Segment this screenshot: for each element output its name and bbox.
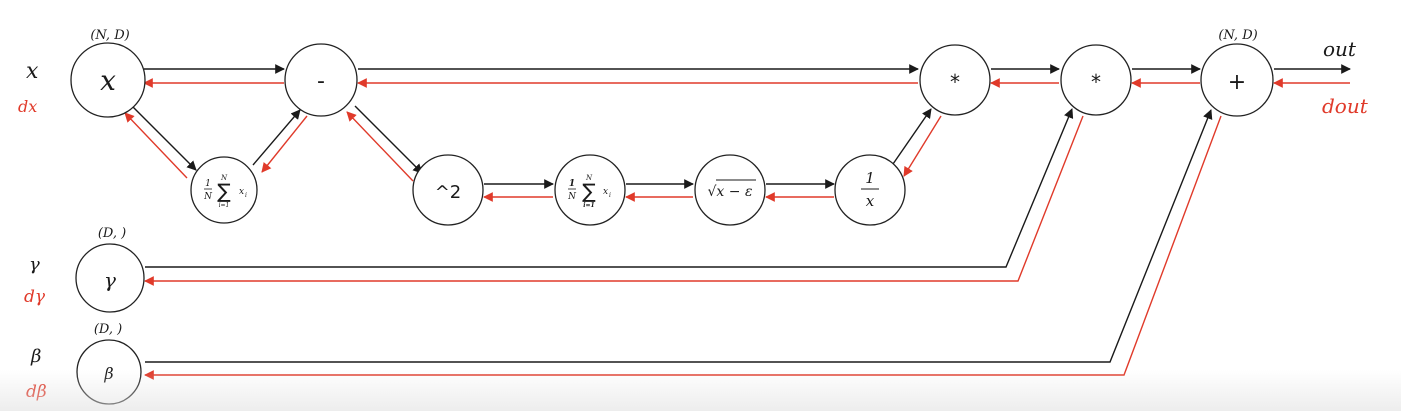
node-mean1: 1 N N ∑ i=1 x i — [190, 156, 258, 224]
grad-mul2-to-gamma — [144, 115, 1084, 286]
node-inv-den: x — [866, 192, 875, 210]
forward-edges — [131, 64, 1351, 363]
node-sq: ^2 — [412, 154, 484, 226]
mean2-sub: i — [609, 192, 611, 199]
node-inv: 1 x — [834, 154, 906, 226]
grad-mean1-to-x — [124, 112, 188, 179]
mean1-sub: i — [245, 192, 247, 199]
grad-mul1-to-inv — [903, 115, 942, 177]
edge-gamma-to-mul2 — [145, 108, 1074, 268]
mean2-sigma-icon: ∑ — [582, 179, 596, 203]
backward-edges — [124, 78, 1350, 380]
node-gamma-label: γ — [104, 268, 116, 292]
edge-inv-to-mul1 — [892, 108, 932, 165]
grad-add-to-beta — [144, 115, 1222, 380]
node-mul2-label: * — [1091, 70, 1101, 94]
edge-beta-to-add — [145, 109, 1213, 363]
label-beta: β — [30, 346, 41, 367]
mean2-term: x — [603, 187, 608, 197]
node-sqrt-label: √x − ε — [708, 184, 753, 200]
label-x: x — [26, 59, 39, 84]
mean2-frac-den: N — [567, 192, 577, 202]
mean1-frac-den: N — [203, 192, 213, 202]
label-dbeta: dβ — [26, 382, 47, 402]
edge-mean1-to-sub — [252, 109, 301, 166]
shape-x: (N, D) — [90, 28, 129, 43]
node-mean2: 1 N N ∑ i=1 x i — [554, 154, 626, 226]
node-mul1-label: * — [950, 70, 960, 94]
node-sub: - — [284, 43, 358, 117]
edge-sub-to-sq — [354, 105, 423, 174]
node-add-label: + — [1228, 70, 1246, 95]
node-x-label: x — [100, 64, 116, 97]
label-dgamma: dγ — [24, 287, 46, 307]
mean1-sigma-icon: ∑ — [217, 179, 231, 203]
shape-beta: (D, ) — [94, 322, 122, 337]
label-dout: dout — [1322, 94, 1369, 118]
label-out: out — [1323, 37, 1357, 61]
node-add: + — [1200, 43, 1274, 117]
node-inv-num: 1 — [865, 169, 875, 187]
node-gamma: γ — [75, 243, 145, 313]
label-gamma: γ — [29, 254, 40, 275]
mean1-sum-top: N — [220, 174, 228, 182]
node-beta-label: β — [103, 364, 113, 383]
node-sq-label: ^2 — [435, 182, 462, 203]
edge-x-to-mean1 — [131, 105, 197, 171]
node-sub-label: - — [317, 69, 325, 94]
node-x: x — [70, 42, 146, 118]
shape-gamma: (D, ) — [98, 226, 126, 241]
mean2-frac-num: 1 — [569, 179, 575, 189]
mean1-term: x — [239, 187, 244, 197]
node-sqrt: √x − ε — [694, 154, 766, 226]
grad-sub-to-mean1 — [261, 115, 308, 173]
node-beta: β — [76, 339, 142, 405]
mean2-sum-top: N — [585, 174, 593, 182]
shape-out: (N, D) — [1218, 28, 1257, 43]
label-dx: dx — [18, 97, 37, 116]
mean1-sum-bot: i=1 — [219, 202, 230, 209]
node-mul1: * — [919, 44, 991, 116]
grad-sq-to-sub — [346, 111, 414, 182]
mean1-frac-num: 1 — [205, 179, 211, 189]
mean2-sum-bot: i=1 — [583, 202, 594, 209]
node-mul2: * — [1060, 44, 1132, 116]
